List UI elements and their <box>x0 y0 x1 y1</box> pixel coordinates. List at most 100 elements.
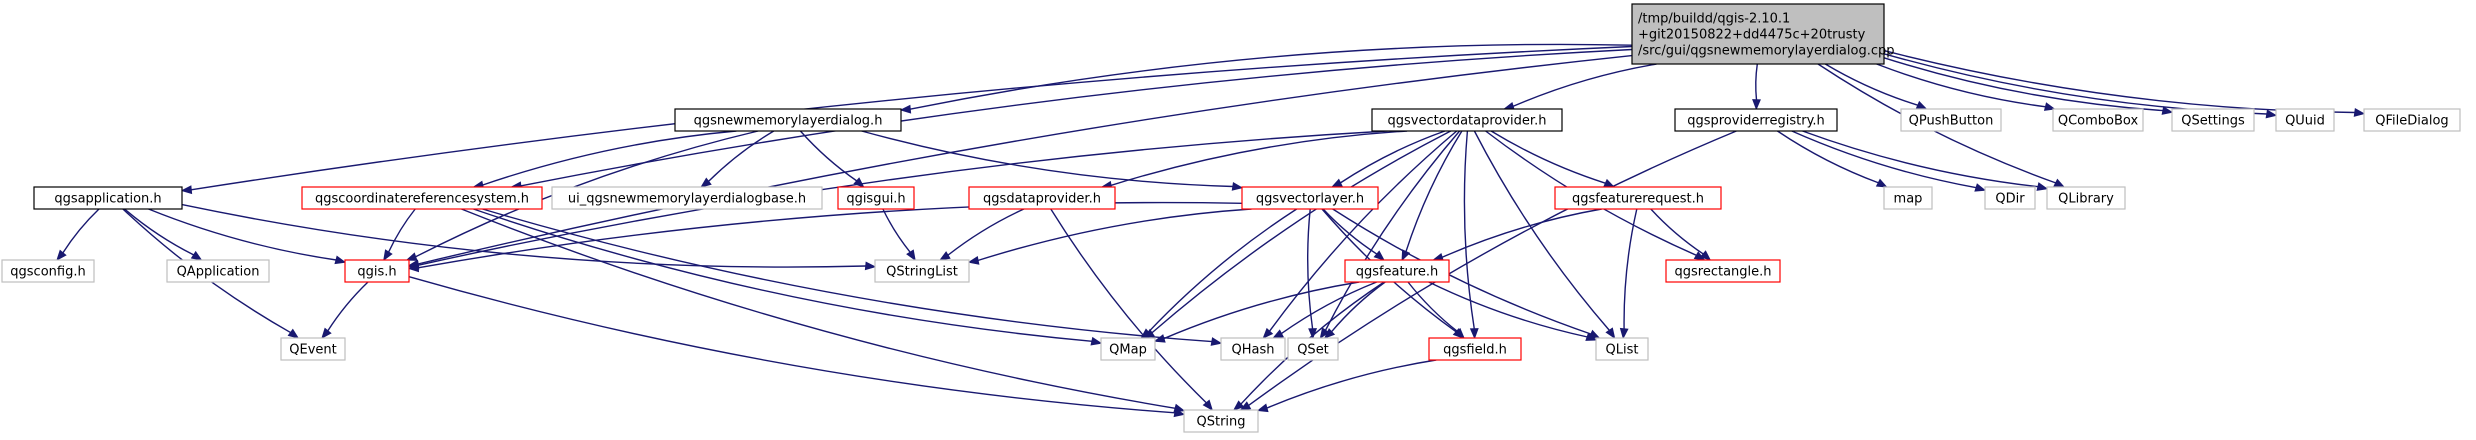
edge-root-to-qgsvectordataprovider <box>1502 63 1657 111</box>
edge-line <box>1330 281 1386 333</box>
arrowhead-icon <box>1915 100 1928 110</box>
node-QMap: QMap <box>1100 337 1156 361</box>
node-QFileDialog: QFileDialog <box>2363 108 2461 132</box>
edge-line <box>1512 63 1657 108</box>
node-label: qgsfeature.h <box>1356 265 1439 280</box>
edge-line <box>1147 208 1298 333</box>
node-label: qgsdataprovider.h <box>983 192 1101 207</box>
node-box <box>1674 108 1838 132</box>
edge-qgisgui-to-QStringList <box>882 208 916 262</box>
node-qgsvectordataprovider[interactable]: qgsvectordataprovider.h <box>1371 108 1563 132</box>
node-qgsfeaturerequest[interactable]: qgsfeaturerequest.h <box>1554 186 1722 210</box>
edge-root-to-QSettings <box>1883 57 2174 115</box>
node-qgsproviderregistry[interactable]: qgsproviderregistry.h <box>1674 108 1838 132</box>
node-label: qgisgui.h <box>846 192 905 207</box>
node-qgsdataprovider[interactable]: qgsdataprovider.h <box>968 186 1116 210</box>
edge-qgsproviderregistry-to-QLibrary <box>1802 130 2049 191</box>
edge-qgsvectordataprovider-to-qgsfeature <box>1401 130 1463 262</box>
node-box <box>1241 186 1379 210</box>
node-box <box>674 108 902 132</box>
node-box <box>301 186 543 210</box>
node-label: QMap <box>1109 343 1147 358</box>
node-qgisgui[interactable]: qgisgui.h <box>837 186 915 210</box>
edge-root-to-qgsproviderregistry <box>1752 63 1761 111</box>
edge-root-to-QFileDialog <box>1883 49 2366 117</box>
node-label: QStringList <box>886 265 958 280</box>
edge-line <box>861 130 1234 188</box>
arrowhead-icon <box>334 255 347 265</box>
node-qgsrectangle[interactable]: qgsrectangle.h <box>1665 259 1781 283</box>
arrowhead-icon <box>2161 106 2174 115</box>
edge-qgsfeature-to-QMap <box>1153 281 1360 343</box>
edge-qgsfield-to-QString <box>1256 359 1437 413</box>
edge-qgsproviderregistry-to-QString <box>1239 130 1737 411</box>
node-qgsfeature[interactable]: qgsfeature.h <box>1344 259 1450 283</box>
edge-line <box>1050 208 1207 404</box>
arrowhead-icon <box>1232 400 1245 411</box>
node-qgscoordinatereferencesystem[interactable]: qgscoordinatereferencesystem.h <box>301 186 543 210</box>
node-qgsapplication[interactable]: qgsapplication.h <box>33 186 183 210</box>
arrowhead-icon <box>180 185 193 195</box>
edge-qgsvectordataprovider-to-qgsvectorlayer <box>1330 130 1446 188</box>
node-label: qgsrectangle.h <box>1674 265 1771 280</box>
arrowhead-icon <box>906 249 916 262</box>
edge-line <box>1110 130 1408 187</box>
edge-line <box>408 276 1176 414</box>
edges-layer <box>56 43 2366 418</box>
arrowhead-icon <box>1262 327 1274 339</box>
arrowhead-icon <box>321 327 332 340</box>
node-box <box>1183 409 1259 433</box>
node-box <box>837 186 915 210</box>
edge-line <box>62 208 100 254</box>
edge-line <box>1876 63 2046 108</box>
node-qgsfield[interactable]: qgsfield.h <box>1428 337 1522 361</box>
node-label: /tmp/buildd/qgis-2.10.1 <box>1638 12 1790 27</box>
edge-line <box>1332 208 1592 335</box>
node-qgsnewmemorylayerdialog[interactable]: qgsnewmemorylayerdialog.h <box>674 108 902 132</box>
node-map: map <box>1883 186 1933 210</box>
edge-line <box>1883 49 2356 114</box>
node-box <box>551 186 823 210</box>
node-label: QDir <box>1995 192 2025 207</box>
node-qgsvectorlayer[interactable]: qgsvectorlayer.h <box>1241 186 1379 210</box>
arrowhead-icon <box>1210 337 1223 346</box>
edge-qgsvectorlayer-to-QMap <box>1140 208 1298 339</box>
edge-line <box>1407 281 1459 333</box>
node-label: QHash <box>1232 343 1275 358</box>
node-qgis[interactable]: qgis.h <box>344 259 410 283</box>
node-box <box>1 259 95 283</box>
node-box <box>280 337 346 361</box>
node-root[interactable]: /tmp/buildd/qgis-2.10.1+git20150822+dd44… <box>1631 3 1895 65</box>
edge-qgis-to-QEvent <box>321 281 369 340</box>
edge-line <box>799 130 858 182</box>
arrowhead-icon <box>2053 178 2066 188</box>
edge-line <box>1268 130 1458 332</box>
edge-line <box>1490 130 1606 184</box>
arrowhead-icon <box>2043 102 2056 111</box>
edge-line <box>148 208 337 261</box>
arrowhead-icon <box>1469 328 1479 340</box>
node-box <box>2275 108 2335 132</box>
node-ui_qgsnewmemorylayerdialogbase: ui_qgsnewmemorylayerdialogbase.h <box>551 186 823 210</box>
node-label: qgsfeaturerequest.h <box>1572 192 1704 207</box>
nodes-layer: /tmp/buildd/qgis-2.10.1+git20150822+dd44… <box>1 3 2461 433</box>
edge-qgsapplication-to-QApplication <box>124 208 203 261</box>
edge-qgsdataprovider-to-QStringList <box>938 208 1025 261</box>
node-QUuid: QUuid <box>2275 108 2335 132</box>
edge-line <box>1151 130 1452 334</box>
arrowhead-icon <box>2265 109 2278 119</box>
node-box <box>1900 108 2002 132</box>
arrowhead-icon <box>1605 327 1616 340</box>
node-box <box>874 259 970 283</box>
arrowhead-icon <box>864 261 877 271</box>
edge-line <box>707 130 775 182</box>
edge-qgsfeature-to-qgsfield <box>1407 281 1465 339</box>
edge-qgsproviderregistry-to-QDir <box>1791 130 1987 192</box>
edge-line <box>1802 130 2039 188</box>
arrowhead-icon <box>967 255 980 265</box>
edge-line <box>124 208 195 256</box>
edge-line <box>1791 130 1977 189</box>
arrowhead-icon <box>1231 181 1244 191</box>
arrowhead-icon <box>1239 401 1252 411</box>
edge-line <box>1322 208 1378 255</box>
